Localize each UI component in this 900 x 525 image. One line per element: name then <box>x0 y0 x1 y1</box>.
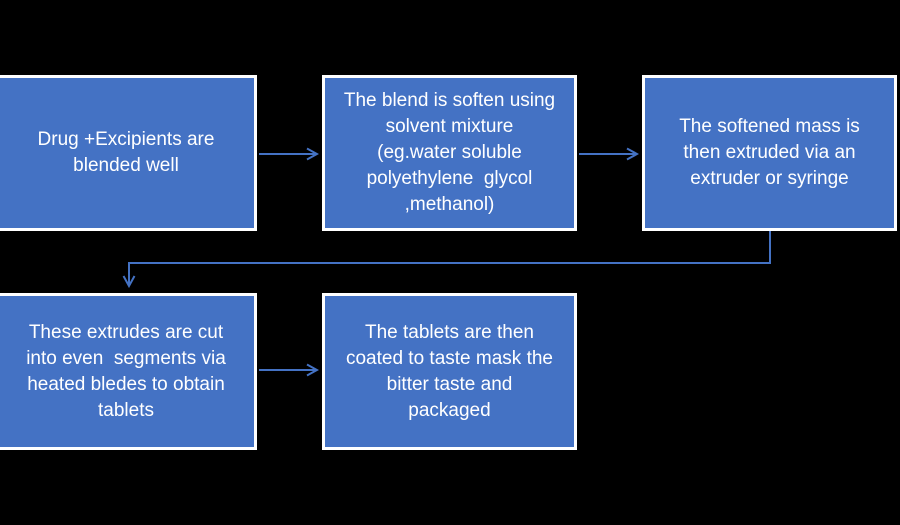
elbow-arrow-step3-to-step4-icon <box>129 231 771 285</box>
